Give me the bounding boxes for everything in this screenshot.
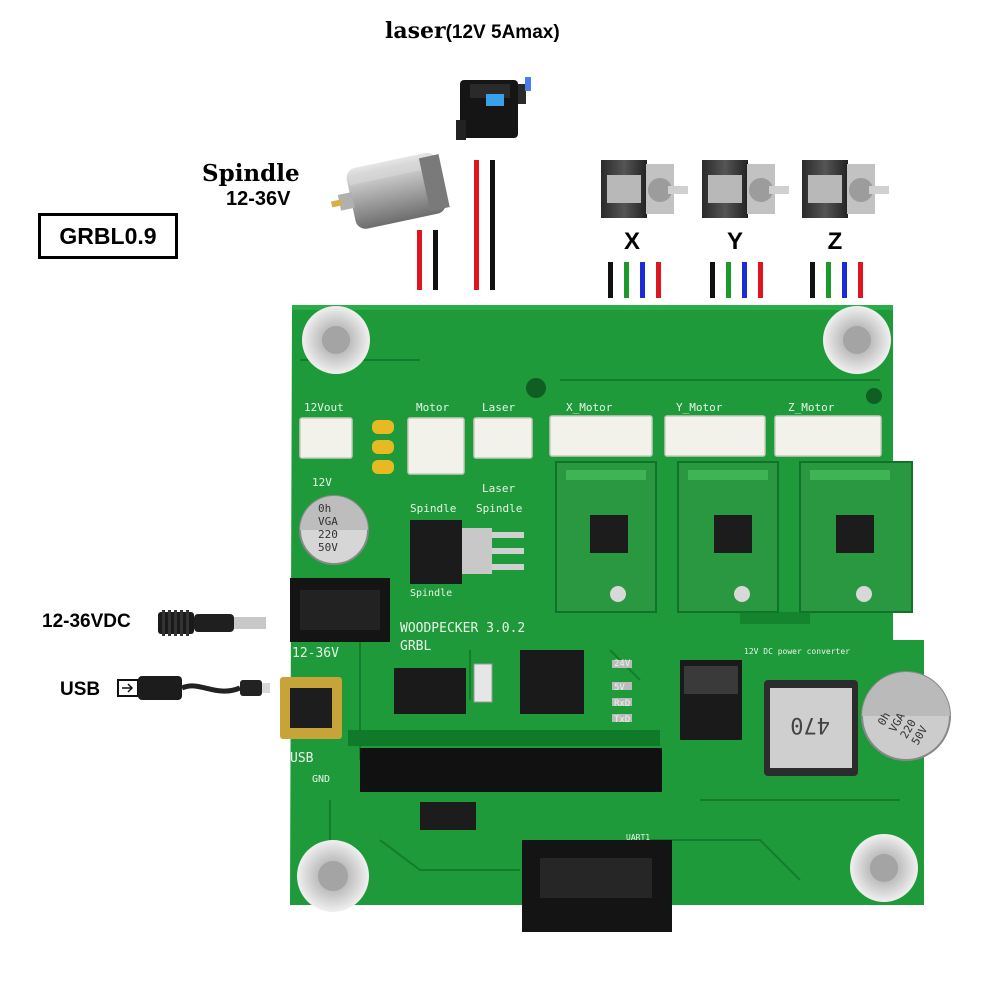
spindle-wires bbox=[417, 230, 438, 290]
header-laser-label: Laser bbox=[482, 401, 515, 414]
stepper-motor-z-icon bbox=[802, 160, 889, 218]
header-y-motor-label: Y_Motor bbox=[676, 401, 723, 414]
stepper-motor-x-icon bbox=[601, 160, 688, 218]
stepper-y-wires bbox=[710, 262, 763, 298]
cap-left-line4: 50V bbox=[318, 541, 338, 554]
usb-label: USB bbox=[60, 679, 101, 700]
laser-spec: (12V 5Amax) bbox=[445, 22, 560, 43]
stepper-z-wires bbox=[810, 262, 863, 298]
voltage-regulator bbox=[410, 520, 524, 584]
dc-barrel-plug-icon bbox=[158, 610, 266, 636]
laser-label: laser(12V 5Amax) bbox=[385, 18, 560, 44]
spindle-motor-icon bbox=[331, 152, 450, 229]
silk-spindle-2: Spindle bbox=[476, 502, 522, 515]
silk-usb: USB bbox=[290, 751, 314, 766]
dc-jack bbox=[290, 578, 390, 642]
capacitor-left bbox=[299, 495, 369, 565]
silk-12v: 12V bbox=[312, 476, 332, 489]
silk-power-in: 12-36V bbox=[292, 646, 339, 661]
woodpecker-pcb bbox=[280, 305, 951, 932]
led-5v-label: 5V bbox=[614, 683, 625, 693]
serial-chip bbox=[394, 668, 466, 714]
silk-gnd: GND bbox=[312, 774, 330, 785]
mounting-hole bbox=[850, 834, 918, 902]
cap-left-line3: 220 bbox=[318, 528, 338, 541]
power-converter bbox=[680, 660, 951, 776]
driver-module-y bbox=[677, 461, 779, 613]
silk-spindle-3: Spindle bbox=[410, 588, 452, 599]
silk-uart: UART1 bbox=[626, 833, 650, 842]
inductor-value: 470 bbox=[790, 712, 830, 737]
driver-module-x bbox=[555, 461, 657, 613]
uart-header bbox=[522, 840, 672, 932]
mounting-hole bbox=[302, 306, 370, 374]
stepper-x-wires bbox=[608, 262, 661, 298]
silk-laser: Laser bbox=[482, 482, 515, 495]
header-x-motor-label: X_Motor bbox=[566, 401, 613, 414]
silk-spindle-1: Spindle bbox=[410, 502, 456, 515]
spindle-voltage: 12-36V bbox=[226, 188, 291, 210]
led-tx-label: TxD bbox=[614, 715, 630, 725]
axis-z-label: Z bbox=[827, 228, 843, 255]
header-z-motor-label: Z_Motor bbox=[788, 401, 835, 414]
mounting-hole bbox=[297, 840, 369, 912]
header-12vout-label: 12Vout bbox=[304, 401, 344, 414]
cap-left-line1: 0h bbox=[318, 502, 331, 515]
axis-x-label: X bbox=[623, 228, 640, 255]
laser-wires bbox=[474, 160, 495, 290]
laser-module-icon bbox=[456, 77, 531, 140]
laser-name: laser bbox=[385, 18, 446, 44]
driver-module-z bbox=[799, 461, 913, 613]
firmware-badge: GRBL0.9 bbox=[38, 213, 178, 259]
usb-port bbox=[280, 677, 342, 739]
led-24v-label: 24V bbox=[614, 659, 631, 669]
stepper-motor-y-icon bbox=[702, 160, 789, 218]
dc-power-label: 12-36VDC bbox=[42, 611, 131, 632]
board-firmware: GRBL bbox=[400, 639, 431, 654]
microcontroller bbox=[520, 650, 584, 714]
usb-cable-icon bbox=[117, 676, 270, 700]
axis-y-label: Y bbox=[726, 228, 743, 255]
cap-left-line2: VGA bbox=[318, 515, 338, 528]
led-rx-label: RxD bbox=[614, 699, 630, 709]
silk-converter: 12V DC power converter bbox=[744, 647, 850, 656]
spindle-name: Spindle bbox=[202, 160, 300, 187]
pin-header bbox=[348, 730, 662, 792]
cap-right-line1: 0h bbox=[875, 710, 893, 728]
mounting-hole bbox=[823, 306, 891, 374]
board-model: WOODPECKER 3.0.2 bbox=[400, 621, 525, 636]
header-motor-label: Motor bbox=[416, 401, 449, 414]
